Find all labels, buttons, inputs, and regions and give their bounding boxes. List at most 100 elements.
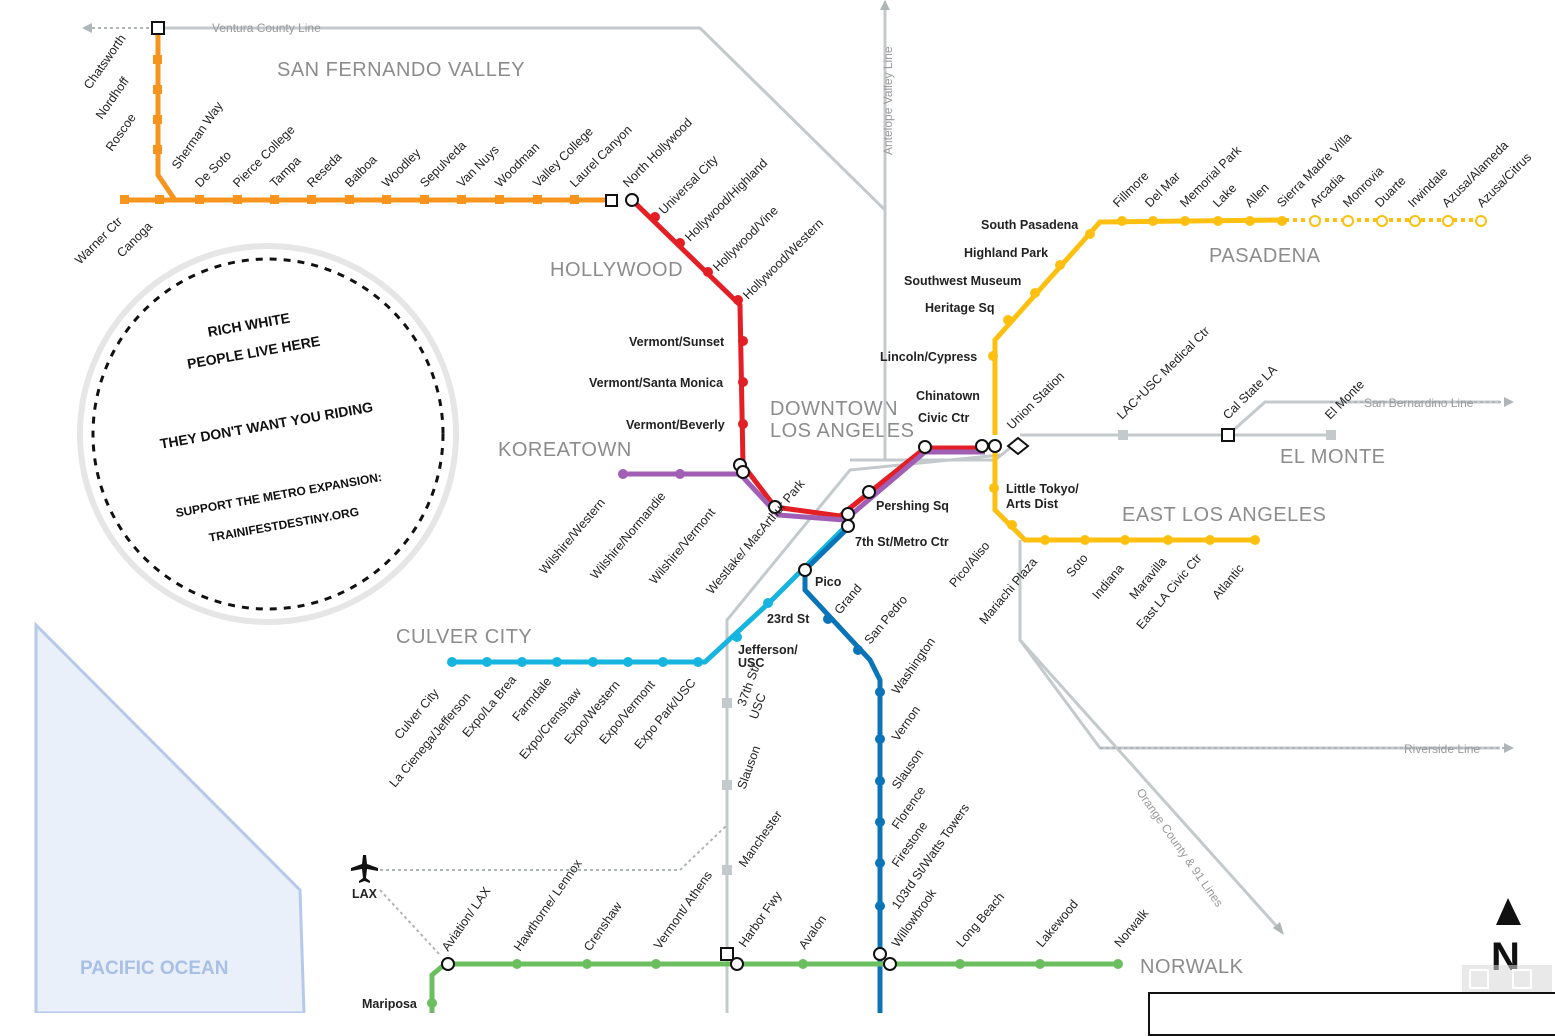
protest-badge: RICH WHITE PEOPLE LIVE HERE THEY DON'T W… [77, 243, 459, 625]
ventura-arrow-icon [82, 23, 92, 33]
station-label: Jefferson/ [738, 643, 798, 657]
station-label: Norwalk [1112, 906, 1152, 950]
station-label: Crenshaw [581, 899, 625, 954]
station-label: Del Mar [1142, 169, 1183, 210]
station-label: Aviation/ LAX [439, 884, 494, 954]
ocean-label: PACIFIC OCEAN [80, 958, 228, 979]
station-label: Mariachi Plaza [977, 555, 1040, 627]
sanbern-label: San Bernardino Line [1364, 396, 1474, 410]
gold-labels: Chinatown Lincoln/Cypress Heritage Sq So… [880, 130, 1534, 632]
orange-line [125, 28, 612, 203]
station-label: Indiana [1090, 561, 1127, 601]
station-label: Wilshire/Vermont [647, 505, 719, 587]
station-label: Vermont/Sunset [629, 335, 725, 349]
station-label: Pierce College [230, 123, 297, 190]
east-metrolink-labels: LAC+USC Medical Ctr Cal State LA El Mont… [1114, 324, 1367, 422]
station-label: Highland Park [964, 246, 1048, 260]
blue-line-stops [823, 614, 885, 911]
station-label: Tampa [267, 154, 303, 190]
station-label: Reseda [304, 150, 344, 190]
region-pasadena: PASADENA [1209, 245, 1321, 267]
riverside-arrow-icon [1504, 743, 1514, 753]
station-label: Cal State LA [1220, 362, 1280, 422]
station-label: South Pasadena [981, 218, 1079, 232]
station-label: Vermont/ Athens [651, 869, 715, 952]
gold-line [992, 217, 1286, 435]
ventura-label: Ventura County Line [212, 21, 321, 35]
region-norwalk: NORWALK [1140, 956, 1244, 978]
north-hollywood-transfer [605, 194, 618, 207]
station-label: Heritage Sq [925, 301, 994, 315]
station-label: El Monte [1322, 377, 1367, 422]
station-label: Warner Ctr [72, 214, 125, 267]
silver-labels: 37th St/ USC Slauson Manchester Harbor F… [735, 662, 785, 949]
fullscreen-icon[interactable] [1462, 965, 1552, 995]
silver-line [725, 453, 1001, 1013]
station-label: Washington [889, 635, 938, 697]
station-label: Pico [815, 575, 842, 589]
purple-labels: Wilshire/Western Wilshire/Normandie [537, 489, 669, 582]
station-label: De Soto [192, 148, 234, 190]
cal-state-la-transfer [1221, 428, 1235, 442]
station-label: Expo/La Brea [460, 673, 519, 740]
green-line [429, 961, 1120, 1013]
station-label: LAC+USC Medical Ctr [1114, 324, 1212, 422]
region-downtown-1: DOWNTOWN [770, 398, 898, 420]
orange-county-line [1018, 540, 1282, 932]
expo-line-stops [447, 598, 773, 667]
riverside-label: Riverside Line [1404, 742, 1480, 756]
region-sfv: SAN FERNANDO VALLEY [277, 59, 525, 81]
station-label: Pico/Aliso [947, 539, 993, 590]
station-label: Harbor Fwy [736, 888, 785, 950]
legend-box [1148, 992, 1555, 1036]
station-label: Slauson [735, 744, 764, 791]
pacific-ocean-area [34, 621, 306, 1013]
station-label: Lakewood [1034, 897, 1081, 950]
orange-line-stops [120, 55, 579, 204]
station-label: 7th St/Metro Ctr [855, 535, 949, 549]
ventura-line [158, 26, 887, 460]
region-downtown-2: LOS ANGELES [770, 420, 914, 442]
station-label: Arts Dist [1006, 497, 1059, 511]
station-label: Union Station [1004, 369, 1067, 432]
station-label: Civic Ctr [918, 411, 970, 425]
orange-arrow-icon [1273, 922, 1284, 935]
silver-line-stops [722, 430, 1336, 875]
region-elmonte: EL MONTE [1280, 446, 1386, 468]
station-label: Chinatown [916, 389, 980, 403]
station-label: Lake [1210, 181, 1239, 210]
red-line-stops [650, 212, 748, 429]
station-label: Balboa [342, 153, 379, 190]
green-line-stops [427, 959, 1123, 1008]
antelope-arrow-icon [880, 0, 890, 10]
station-label: Southwest Museum [904, 274, 1021, 288]
orange-county-label: Orange County & 91 Lines [1134, 786, 1227, 910]
sanbern-arrow-icon [1504, 397, 1514, 407]
gold-line-stops [988, 216, 1287, 545]
station-label: Long Beach [954, 890, 1008, 950]
station-label: Pershing Sq [876, 499, 949, 513]
station-label: Manchester [736, 808, 785, 870]
antelope-label: Antelope Valley Line [881, 46, 895, 155]
station-label: 23rd St [767, 612, 810, 626]
station-label: Mariposa [362, 997, 418, 1011]
chatsworth-transfer [151, 21, 165, 35]
station-label: Vernon [889, 703, 923, 744]
region-ela: EAST LOS ANGELES [1122, 504, 1326, 526]
station-label: Avalon [796, 913, 829, 952]
transfer-stations [441, 193, 1030, 971]
station-label: Soto [1064, 551, 1091, 580]
gold-line-future-stops [1309, 215, 1487, 227]
region-hollywood: HOLLYWOOD [550, 259, 683, 281]
riverside-line [1018, 639, 1500, 750]
region-koreatown: KOREATOWN [498, 439, 632, 461]
station-label: USC [738, 656, 764, 670]
blue-labels: Pico Grand San Pedro Washington Vernon S… [815, 575, 972, 950]
station-label: Little Tokyo/ [1006, 482, 1079, 496]
station-label: Vermont/Santa Monica [589, 376, 724, 390]
purple-line [623, 449, 985, 523]
station-label: Slauson [889, 747, 926, 792]
region-culver: CULVER CITY [396, 626, 532, 648]
metro-map: PACIFIC OCEAN SAN FERNANDO VALLEY HOLLYW… [34, 0, 1552, 1013]
station-label: San Pedro [862, 593, 911, 647]
